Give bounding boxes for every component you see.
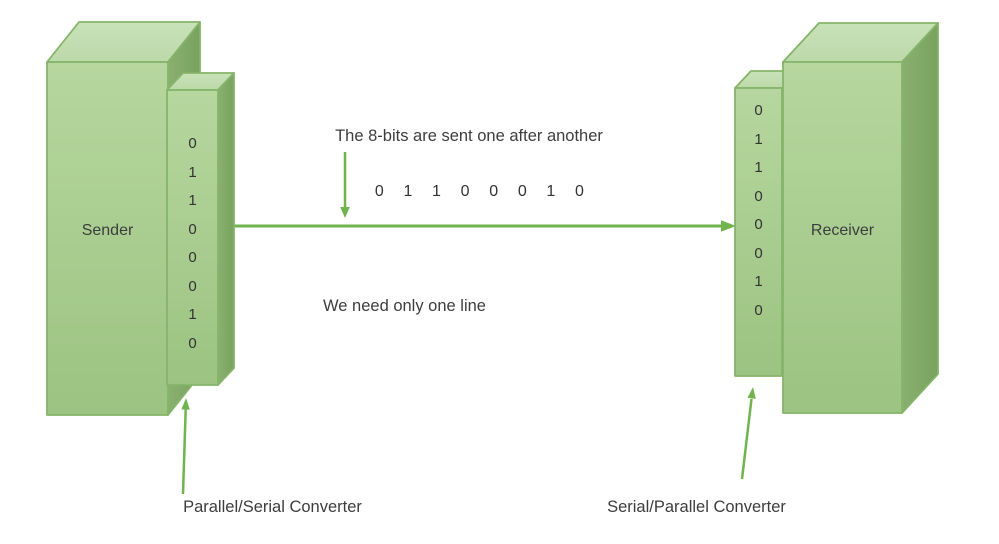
receiver-converter-pointer-arrow bbox=[740, 387, 756, 480]
parallel-serial-converter-label: Parallel/Serial Converter bbox=[183, 498, 362, 516]
sender-bit: 0 bbox=[188, 220, 197, 238]
receiver-bit: 0 bbox=[754, 187, 763, 205]
sender-bit: 0 bbox=[188, 135, 197, 152]
receiver-converter-front-face bbox=[734, 87, 783, 377]
receiver-box-front-face bbox=[782, 61, 903, 414]
receiver-box bbox=[782, 22, 939, 414]
serial-bit: 1 bbox=[432, 183, 441, 200]
down-pointer-arrow bbox=[340, 152, 350, 218]
receiver-bit: 0 bbox=[754, 216, 763, 233]
sender-parallel-bits: 0 1 1 0 0 0 1 0 bbox=[167, 130, 218, 358]
serial-bit: 0 bbox=[517, 183, 527, 200]
sender-converter-pointer-arrow bbox=[181, 398, 190, 495]
receiver-bit: 0 bbox=[754, 301, 763, 319]
serial-bit: 0 bbox=[460, 183, 470, 200]
sender-bit: 1 bbox=[188, 306, 197, 323]
sender-bit: 0 bbox=[188, 334, 197, 352]
receiver-bit: 1 bbox=[754, 159, 763, 176]
serial-bit: 1 bbox=[403, 183, 413, 200]
receiver-converter-box bbox=[734, 70, 799, 377]
receiver-label: Receiver bbox=[810, 222, 875, 239]
receiver-bit: 1 bbox=[754, 130, 763, 148]
serial-line-arrow bbox=[230, 220, 736, 232]
serial-bit: 0 bbox=[374, 183, 384, 200]
receiver-box-side-face bbox=[901, 22, 939, 414]
sender-bit: 0 bbox=[188, 249, 197, 266]
receiver-bit: 1 bbox=[754, 273, 763, 290]
sender-bit: 0 bbox=[188, 277, 197, 295]
sender-converter-box bbox=[166, 72, 235, 386]
sender-box-front-face bbox=[46, 61, 169, 416]
serial-bit-sequence: 0 1 1 0 0 0 1 0 bbox=[365, 183, 594, 201]
serial-bit: 0 bbox=[575, 183, 584, 200]
serial-bit: 1 bbox=[546, 183, 556, 200]
sender-converter-side-face bbox=[217, 72, 235, 386]
sender-bit: 1 bbox=[188, 163, 197, 181]
serial-bit: 0 bbox=[489, 183, 499, 200]
line-note: We need only one line bbox=[323, 297, 486, 315]
sender-label: Sender bbox=[81, 222, 134, 239]
sender-bit: 1 bbox=[188, 192, 197, 209]
serial-parallel-converter-label: Serial/Parallel Converter bbox=[607, 498, 786, 516]
serial-note: The 8-bits are sent one after another bbox=[335, 127, 603, 145]
receiver-bit: 0 bbox=[754, 102, 763, 119]
sender-converter-front-face bbox=[166, 89, 219, 386]
receiver-bit: 0 bbox=[754, 244, 763, 262]
receiver-parallel-bits: 0 1 1 0 0 0 1 0 bbox=[735, 97, 782, 325]
